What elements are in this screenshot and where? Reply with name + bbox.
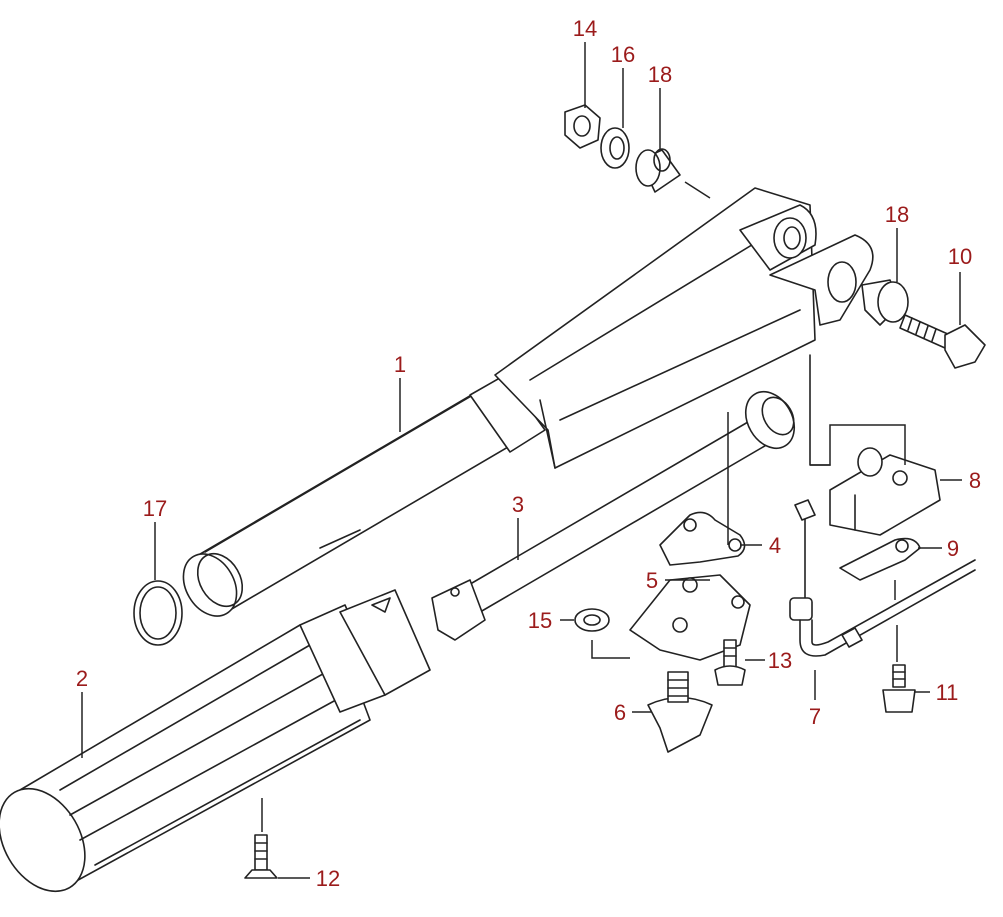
callout-part-16: 16 — [611, 42, 635, 67]
part-2-throttle-grip — [0, 589, 431, 893]
callout-part-1: 1 — [394, 352, 406, 377]
callout-part-12: 12 — [316, 866, 340, 891]
part-9-plate — [839, 537, 921, 581]
part-13-screw — [714, 639, 746, 686]
callout-part-18-upper: 18 — [648, 62, 672, 87]
callout-part-2: 2 — [76, 666, 88, 691]
part-18-bushing-right — [861, 279, 909, 326]
callout-part-14: 14 — [573, 16, 597, 41]
part-16-washer — [600, 127, 630, 169]
part-10-bolt — [899, 314, 986, 369]
callout-labels: 1 2 3 4 5 6 7 8 9 10 11 12 13 14 15 16 1… — [76, 16, 981, 891]
part-15-lock-washer — [574, 608, 610, 632]
callout-part-7: 7 — [809, 704, 821, 729]
part-18-bushing-upper — [635, 148, 681, 193]
callout-part-10: 10 — [948, 244, 972, 269]
callout-part-5: 5 — [646, 568, 658, 593]
leader-lines — [81, 42, 962, 879]
part-6-friction-knob — [647, 671, 713, 753]
part-7-stop-cable — [789, 499, 976, 657]
callout-part-6: 6 — [614, 700, 626, 725]
part-1-tiller-arm — [182, 187, 874, 617]
callout-part-9: 9 — [947, 536, 959, 561]
callout-part-15: 15 — [528, 608, 552, 633]
callout-part-17: 17 — [143, 496, 167, 521]
part-11-bolt — [882, 664, 916, 713]
callout-part-3: 3 — [512, 492, 524, 517]
part-4-plate — [659, 511, 746, 566]
part-5-bracket — [629, 574, 751, 661]
callout-part-11: 11 — [936, 680, 959, 705]
callout-part-4: 4 — [769, 533, 781, 558]
part-14-nut — [564, 104, 601, 149]
callout-part-8: 8 — [969, 468, 981, 493]
part-17-o-ring — [133, 580, 183, 646]
part-12-screw — [244, 834, 278, 879]
part-8-clamp-block — [829, 447, 941, 536]
callout-part-13: 13 — [768, 648, 792, 673]
part-3-throttle-shaft — [431, 390, 796, 641]
callout-part-18-right: 18 — [885, 202, 909, 227]
